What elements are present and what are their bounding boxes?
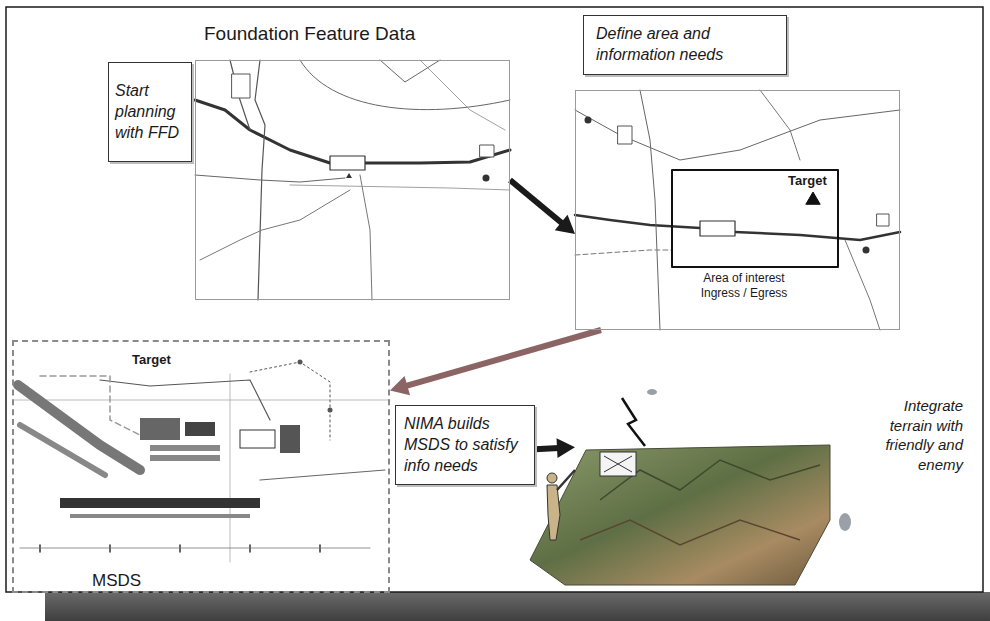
text-holder: MSDS — [92, 571, 141, 591]
note-box: Start planning with FFD — [108, 62, 192, 162]
target-label: Target — [130, 352, 173, 367]
text-holder: Define area and information needs — [596, 24, 774, 66]
flow-arrow — [535, 438, 575, 458]
side-note: Integrate terrain with friendly and enem… — [875, 396, 963, 474]
map-ffd — [195, 60, 510, 300]
panel-caption: MSDS — [92, 571, 141, 591]
text-holder: Target — [130, 352, 173, 367]
arrow-shaft — [405, 330, 601, 386]
text-holder: Target — [786, 173, 829, 188]
flow-arrow — [510, 180, 575, 234]
terrain-view — [530, 389, 851, 585]
note-box: NIMA builds MSDS to satisfy info needs — [395, 405, 535, 485]
arrow-head — [555, 215, 575, 234]
text-holder: Integrate terrain with friendly and enem… — [875, 396, 963, 474]
note-box: Define area and information needs — [583, 15, 787, 75]
map-heading: Foundation Feature Data — [204, 23, 415, 45]
note-text: NIMA builds MSDS to satisfy info needs — [404, 414, 526, 476]
map-panel: Foundation Feature Data — [195, 60, 510, 300]
terrain-node: Integrate terrain with friendly and enem… — [575, 440, 830, 585]
msds-detail — [14, 360, 390, 563]
target-label: Target — [786, 173, 829, 188]
note-text: Define area and information needs — [596, 24, 774, 66]
text-holder: Area of interest Ingress / Egress — [682, 271, 806, 301]
msds-panel: TargetMSDS — [12, 340, 390, 593]
area-label: Area of interest Ingress / Egress — [682, 271, 806, 301]
flow-arrow — [390, 330, 601, 395]
outer-frame — [6, 7, 983, 592]
arrow-shaft — [510, 180, 563, 224]
note-text: Start planning with FFD — [115, 81, 185, 143]
arrow-shaft — [535, 448, 559, 449]
arrow-head — [557, 438, 575, 458]
bottom-band — [45, 592, 990, 621]
text-holder: NIMA builds MSDS to satisfy info needs — [404, 414, 526, 476]
text-holder: Start planning with FFD — [115, 81, 185, 143]
text-holder: Foundation Feature Data — [204, 23, 415, 45]
map-area — [575, 90, 900, 330]
map-panel: TargetArea of interest Ingress / Egress — [575, 90, 900, 330]
arrow-head — [390, 376, 410, 395]
